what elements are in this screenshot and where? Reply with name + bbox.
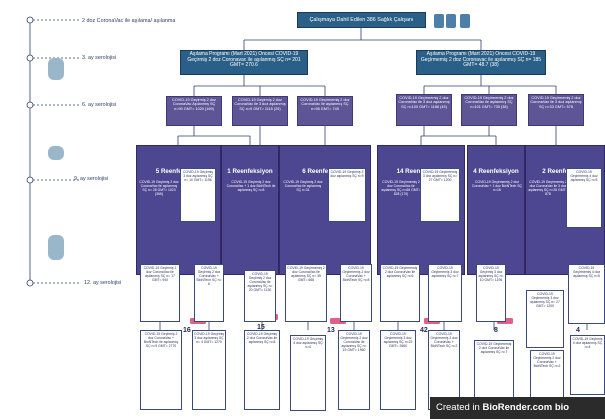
vaccine-pill [48,146,64,160]
m12-top-box-6: COVID-19 Geçirmemiş 2 doz CoronaVac ile … [380,264,420,322]
watermark-brand: BioRender.com [482,402,553,413]
m12-top-box-1: COVID-19 Geçirmiş 2 doz CoronaVac ile aş… [140,264,180,322]
person-icon [460,14,470,28]
m12-top-box-8: COVID-19 Geçirmiş 3 doz aşılanmış SÇ n= … [476,264,506,322]
group-title: 6 Reenfeksiyon [302,168,348,175]
group-inner-box-3: COVID-19 Geçirmiş 3 doz aşılanmış SÇ n=9 [328,168,366,222]
branch-box-infected: Aşılama Programı (Mart 2021) Öncesi COVI… [180,50,308,75]
timeline-label-month9: 9. ay serolojisi [74,176,109,182]
group-title: 1 Reenfeksiyon [227,168,273,175]
group-description: COVID-19 Geçirmemiş 2 doz CoronaVac + 1 … [472,180,522,192]
watermark-suffix: bio [554,402,570,413]
group-title: 4 Reenfeksiyon [473,168,519,175]
group-description: COVID-19 Geçirmemiş 2 doz CoronaVac ile … [381,180,421,196]
timeline-node [26,16,34,24]
group-description: COVID-19 Geçirmiş 2 doz CoronaVac ile aş… [139,180,179,196]
timeline-label-month3: 3. ay serolojisi [82,55,117,61]
timeline-node [26,101,34,109]
group-inner-box-4: COVID-19 Geçirmemiş 3 doz aşılanmış SÇ n… [420,168,460,222]
reinfection-count-5: 8 [494,327,498,334]
group-inner-box-6: COVID-19 Geçirmemiş 4 doz aşılanmış SÇ n… [566,168,602,228]
m12-top-box-5: COVID-19 Geçirmemiş 2 doz CoronaVac + Bi… [340,264,372,322]
level2-box-4: COVID-19 Geçirmemiş 2 doz CoronaVac ile … [396,94,452,126]
m12-bottom-box-6: COVID-19 Geçirmemiş 3 doz aşılanmış SÇ n… [380,330,416,410]
diagram-title-box: Çalışmaya Dahil Edilen 386 Sağlık Çalışa… [297,12,426,28]
group-inner-box-1: COVID-19 Geçirmiş 3 doz aşılanmış SÇ n= … [180,168,216,222]
group-title: 2 Reenfeksiyon [542,168,588,175]
level2-box-6: COVID-19 Geçirmemiş 2 doz CoronaVac ile … [528,94,584,126]
reinfection-count-2: 15 [257,324,265,331]
group-title: 5 Reenfeksiyon [155,168,202,175]
group-description: COVID-19 Geçirmiş 2 doz CoronaVac ile aş… [283,180,323,192]
timeline-label-vaccination: 2 doz CoronaVac ile aşılama/ aşılanma [82,18,176,24]
group-description: COVID-19 Geçirmiş 2 doz CoronaVac + 1 do… [226,180,276,192]
m12-bottom-box-3: COVID-19 Geçirmiş 2 doz CoronaVac ile aş… [244,330,280,410]
branch-box-not-infected: Aşılama Programı (Mart 2021) Öncesi COVI… [416,50,546,75]
m12-bottom-box-2: COVID-19 Geçirmiş 3 doz aşılanmış SÇ n= … [192,330,226,410]
person-icon [434,14,444,28]
m12-top-box-7: COVID-19 Geçirmemiş 3 doz aşılanmış SÇ n… [428,264,462,322]
watermark-prefix: Created in [436,402,483,413]
m12-bottom-box-5: COVID-19 Geçirmemiş 2 doz CoronaVac ile … [338,330,370,410]
hospital-icon [446,14,456,28]
m12-bottom-box-10: COVID-19 Geçirmiş 4 doz aşılanmış SÇ n=4 [570,335,605,395]
timeline-node [26,176,34,184]
m12-top-box-10: COVID-19 Geçirmemiş 4 doz aşılanmış SÇ n… [568,264,605,324]
timeline-node [26,279,34,287]
m12-top-box-4: COVID-19 Geçirmemiş 2 doz CoronaVac ile … [285,264,327,322]
m12-top-box-2: COVID-19 Geçirmiş 2 doz CoronaVac + BioN… [194,264,224,322]
m12-bottom-box-9: COVID-19 Geçirmemiş 2 doz CoronaVac + Bi… [530,350,564,398]
group-box-2: 1 Reenfeksiyon COVID-19 Geçirmiş 2 doz C… [221,145,279,275]
timeline-label-month12: 12. ay serolojisi [84,280,122,286]
biorender-watermark: Created in BioRender.com bio [430,397,605,419]
vaccine-pill [48,235,64,260]
reinfection-count-3: 13 [327,327,335,334]
reinfection-count-6: 4 [576,327,580,334]
level2-box-2: COVID-19 Geçirmiş 2 doz CoronaVac ile 3 … [232,96,288,126]
group-box-5: 4 Reenfeksiyon COVID-19 Geçirmemiş 2 doz… [467,145,525,275]
m12-bottom-box-4: COVID-19 Geçirmiş 4 doz aşılanmış SÇ n=4 [290,335,326,411]
m12-top-box-9: COVID-19 Geçirmemiş 3 doz aşılanmış SÇ n… [526,290,564,348]
group-description: COVID-19 Geçirmemiş 2 doz CoronaVac ile … [528,180,568,196]
reinfection-count-4: 42 [420,327,428,334]
level2-box-3: COVID-19 Geçirmemiş 2 doz CoronaVac ile … [297,96,353,126]
level2-box-5: COVID-19 Geçirmemiş 2 doz CoronaVac ile … [461,94,517,126]
m12-bottom-box-1: COVID-19 Geçirmiş 2 doz CoronaVac + BioN… [140,330,182,410]
timeline-label-month6: 6. ay serolojisi [82,102,117,108]
level2-box-1: COVID-19 Geçirmiş 2 doz CoronaVac Aşılan… [166,96,222,126]
m12-top-box-3: COVID-19 Geçirmiş 2 doz CoronaVac ile aş… [244,270,276,322]
reinfection-count-1: 16 [183,327,191,334]
timeline-node [26,54,34,62]
m12-bottom-box-8: COVID-19 Geçirmemiş 2 doz CoronaVac ile … [474,340,514,408]
vaccine-pill [48,58,64,80]
